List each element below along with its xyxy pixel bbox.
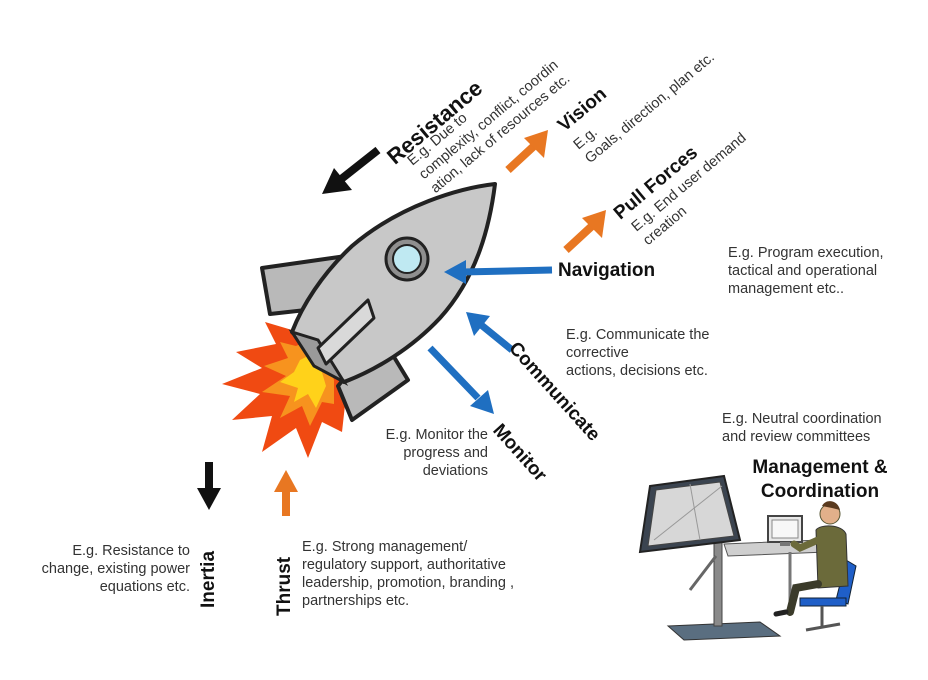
thrust-desc-line: partnerships etc. <box>302 593 410 609</box>
communicate-arrow <box>466 312 515 353</box>
navigation-desc-line: E.g. Program execution, <box>728 245 884 261</box>
inertia-arrow <box>197 462 221 510</box>
thrust-desc-line: regulatory support, authoritative <box>302 557 506 573</box>
thrust-arrow <box>274 470 298 516</box>
thrust-title: Thrust <box>274 556 295 616</box>
inertia-title: Inertia <box>198 550 219 608</box>
communicate-desc-line: E.g. Communicate the <box>566 327 710 343</box>
thrust-desc-line: E.g. Strong management/ <box>302 539 468 555</box>
monitor-description: E.g. Monitor the progress and deviations <box>364 426 488 480</box>
management-title-line: Coordination <box>760 481 880 502</box>
resistance-arrow <box>322 146 381 194</box>
rocket-icon <box>260 182 497 422</box>
monitor-arrow <box>427 345 494 414</box>
inertia-description: E.g. Resistance to change, existing powe… <box>4 542 190 596</box>
navigation-title: Navigation <box>558 260 656 281</box>
inertia-desc-line: equations etc. <box>99 579 190 595</box>
inertia-desc-line: E.g. Resistance to <box>72 543 190 559</box>
communicate-desc-line: actions, decisions etc. <box>566 363 708 379</box>
communicate-description: E.g. Communicate the corrective actions,… <box>566 326 709 380</box>
monitor-desc-line: deviations <box>422 463 488 479</box>
navigation-description: E.g. Program execution, tactical and ope… <box>728 244 884 298</box>
management-title-line: Management & <box>752 457 888 478</box>
vision-arrow <box>505 130 548 173</box>
navigation-desc-line: tactical and operational <box>728 263 878 279</box>
communicate-desc-line: corrective <box>566 345 629 361</box>
management-description: E.g. Neutral coordination and review com… <box>722 410 882 446</box>
management-desc-line: and review committees <box>722 429 871 445</box>
thrust-description: E.g. Strong management/ regulatory suppo… <box>302 538 514 610</box>
pull-forces-arrow <box>563 210 606 253</box>
navigation-arrow <box>444 260 553 284</box>
navigation-desc-line: management etc.. <box>728 281 845 297</box>
inertia-desc-line: change, existing power <box>41 561 190 577</box>
management-desc-line: E.g. Neutral coordination <box>722 411 882 427</box>
operator-workstation-icon <box>638 474 857 641</box>
thrust-desc-line: leadership, promotion, branding , <box>302 575 514 591</box>
monitor-desc-line: E.g. Monitor the <box>385 427 488 443</box>
management-title: Management & Coordination <box>730 456 910 504</box>
monitor-desc-line: progress and <box>403 445 488 461</box>
